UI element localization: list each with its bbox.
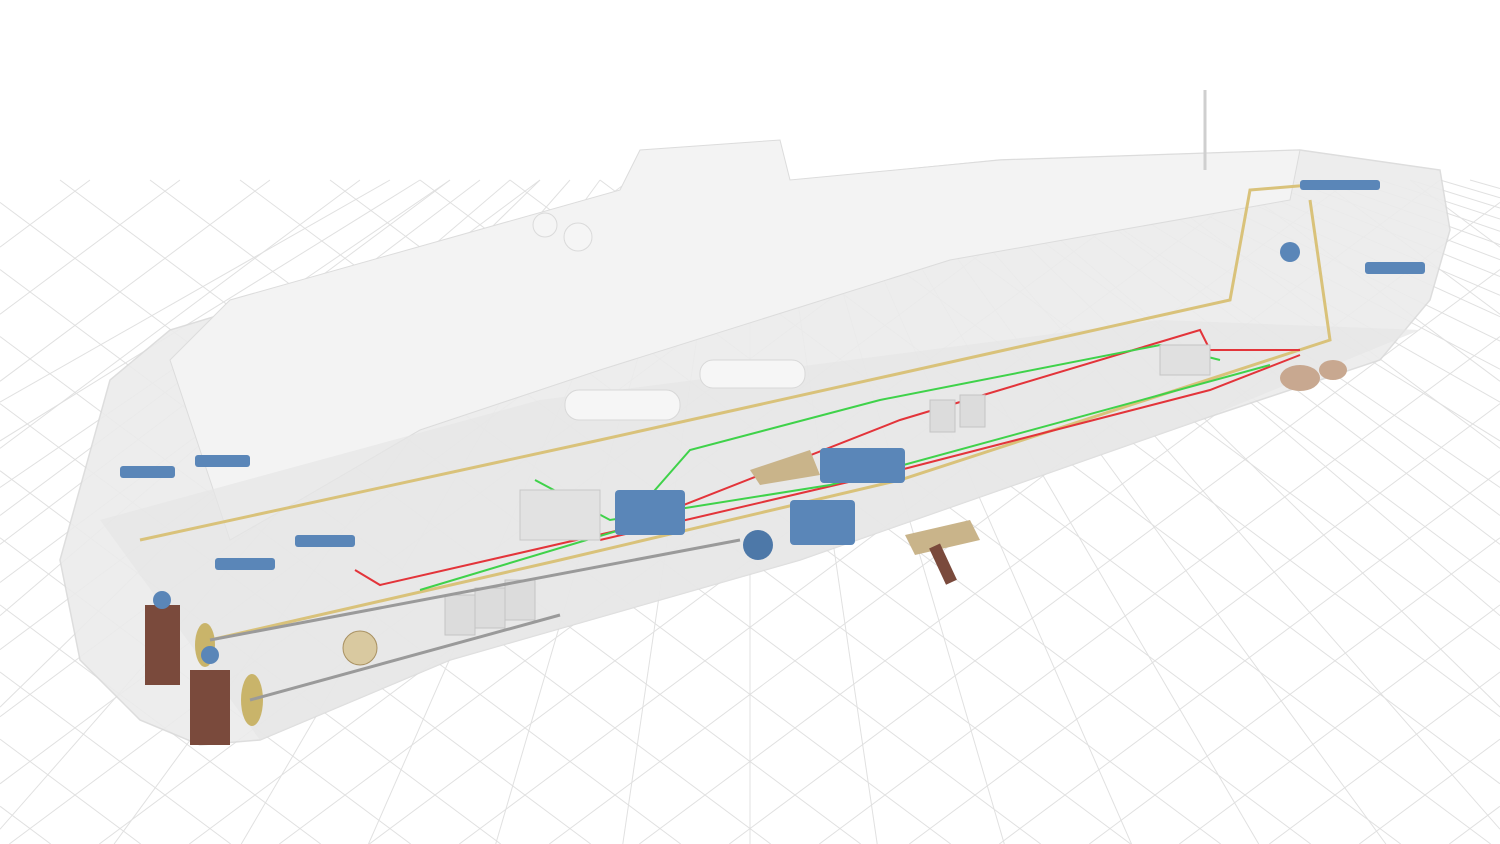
grid-line bbox=[1269, 671, 1500, 844]
cabinet bbox=[444, 594, 476, 636]
winch-icon bbox=[1300, 180, 1380, 190]
grid-line bbox=[0, 179, 91, 248]
bow-thruster-icon bbox=[1319, 360, 1347, 380]
winch-icon bbox=[1280, 242, 1300, 262]
main-engine-icon bbox=[820, 448, 905, 483]
cabinet bbox=[929, 399, 956, 433]
propeller-shaft bbox=[249, 613, 561, 702]
cabinet bbox=[504, 579, 536, 621]
radar-dome bbox=[563, 222, 593, 252]
grid-line bbox=[729, 269, 1500, 844]
cable-red bbox=[599, 354, 1301, 541]
cabinet bbox=[959, 394, 986, 428]
grid-line bbox=[1089, 537, 1500, 844]
winch-icon bbox=[1365, 262, 1425, 274]
bow-thruster-icon bbox=[1280, 365, 1320, 391]
tunnel-thruster-icon bbox=[342, 630, 378, 666]
deck-winches bbox=[120, 180, 1425, 570]
lifeboat bbox=[699, 359, 806, 389]
equipment bbox=[120, 180, 1425, 745]
grid-line bbox=[0, 671, 231, 844]
fin-icon bbox=[905, 520, 980, 555]
grid-line bbox=[909, 403, 1500, 844]
grid-line bbox=[999, 470, 1500, 844]
thruster-motor-icon bbox=[153, 591, 171, 609]
lower-deck bbox=[100, 320, 1420, 740]
thruster-motor-icon bbox=[201, 646, 219, 664]
grid-line bbox=[0, 179, 271, 382]
fin-icon bbox=[750, 450, 820, 485]
grid-line bbox=[0, 179, 181, 315]
grid-line bbox=[1359, 738, 1500, 844]
grid-line bbox=[1449, 805, 1500, 844]
grid-line bbox=[1179, 604, 1500, 844]
switchboard-cabinet bbox=[519, 489, 601, 541]
winch-icon bbox=[120, 466, 175, 478]
winch-icon bbox=[215, 558, 275, 570]
lifeboat bbox=[564, 389, 681, 421]
gear-icon bbox=[743, 530, 773, 560]
grid-line bbox=[0, 738, 141, 844]
grid-line bbox=[0, 179, 391, 403]
cable-yellow bbox=[139, 183, 1311, 542]
fin-icon bbox=[929, 543, 957, 585]
winch-icon bbox=[295, 535, 355, 547]
grid-line bbox=[819, 336, 1500, 844]
grid-line bbox=[0, 179, 421, 442]
cabinet bbox=[1159, 344, 1211, 376]
azimuth-thrusters bbox=[145, 538, 741, 745]
grid-line bbox=[1469, 179, 1500, 189]
thruster-icon bbox=[190, 670, 230, 745]
main-engine-icon bbox=[790, 500, 855, 545]
propeller-shaft bbox=[209, 538, 741, 642]
thruster-icon bbox=[145, 605, 180, 685]
winch-icon bbox=[195, 455, 250, 467]
grid-line bbox=[1439, 179, 1500, 199]
main-engine-icon bbox=[615, 490, 685, 535]
cabinet bbox=[474, 587, 506, 629]
radar-dome bbox=[532, 212, 558, 238]
grid-line bbox=[0, 805, 51, 844]
